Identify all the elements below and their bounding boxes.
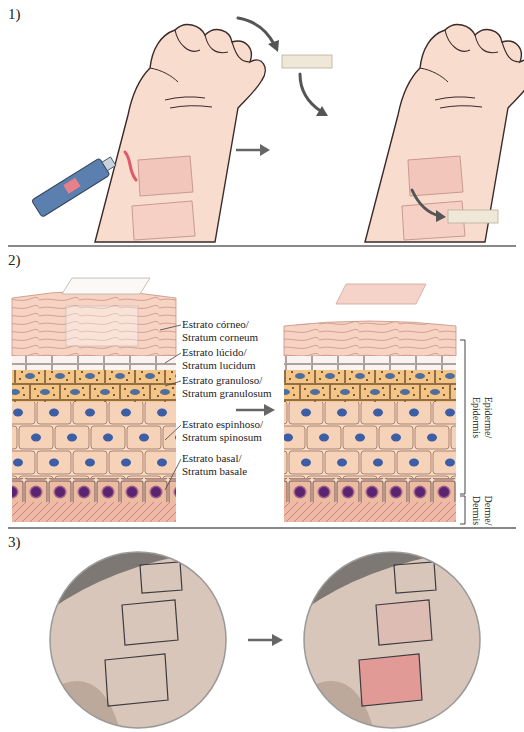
leader-lines [160, 325, 181, 490]
panel-number: 2) [8, 252, 21, 269]
granulosum-layer [12, 370, 176, 402]
arrow-shaft [236, 149, 262, 152]
arrow-head [272, 634, 283, 646]
curved-arrow [300, 74, 322, 112]
skin-section-after [284, 284, 456, 522]
marked-area [105, 654, 168, 706]
tape-strip [336, 284, 426, 304]
reddened-area [376, 600, 432, 645]
arrow-head [436, 210, 446, 222]
curved-arrow [412, 190, 440, 216]
right-hand [365, 25, 524, 242]
basale-layer [284, 478, 456, 502]
lucidum-layer [284, 356, 456, 370]
photo-background [40, 545, 240, 732]
corneum-layer [12, 291, 176, 356]
panel-divider [8, 245, 516, 247]
arrow-shaft [248, 639, 274, 642]
left-hand [95, 25, 265, 242]
step-arrow [236, 144, 270, 156]
layer-label: Estrato granuloso/ Stratum granulosum [182, 374, 274, 399]
panel-divider [8, 527, 516, 529]
granulosum-layer [284, 370, 456, 402]
marked-area [359, 654, 422, 706]
tube-body [32, 158, 110, 217]
arrow-head [316, 106, 328, 116]
step-arrow [248, 634, 283, 646]
basale-layer [12, 478, 176, 502]
marked-areas [105, 562, 182, 706]
marked-area [394, 562, 436, 593]
tape-contact [66, 306, 138, 346]
marked-area [376, 600, 432, 645]
marked-area [122, 600, 178, 645]
skin-section-before [12, 278, 176, 522]
photo-arm [50, 548, 230, 730]
layer-label: Estrato espinhoso/ Stratum spinosum [182, 418, 274, 443]
arrow-head [268, 40, 279, 52]
leader-line [165, 381, 181, 386]
region-label: Derme/ Dermis [471, 490, 494, 530]
lucidum-layer [12, 356, 176, 370]
leader-line [165, 459, 181, 490]
photo-frame [304, 552, 480, 728]
arrow-shaft [236, 409, 266, 412]
arrow-head [260, 144, 270, 156]
layer-label: Estrato lúcido/ Stratum lucidum [182, 346, 274, 371]
photo-arm [304, 548, 484, 730]
photo-background [294, 545, 494, 732]
photo-frame [50, 552, 226, 728]
panel-number: 3) [8, 534, 21, 551]
curved-arrow [238, 18, 274, 44]
layer-bracket [460, 340, 465, 524]
tape-strip [448, 210, 498, 223]
tape-strip [62, 278, 150, 294]
tube-nozzle [102, 157, 116, 171]
arrow-head [264, 404, 275, 416]
tape-strip [282, 55, 332, 68]
leader-line [165, 425, 181, 440]
photo-before [40, 545, 240, 732]
photo-after [294, 545, 494, 732]
tube-label [63, 178, 80, 194]
cream-tube [32, 153, 119, 218]
step-arrow [236, 404, 275, 416]
layer-label: Estrato basal/ Stratum basale [182, 452, 274, 477]
marked-areas [359, 562, 436, 706]
epidermis-bracket [460, 340, 465, 494]
leader-line [160, 325, 181, 330]
cream-line [125, 152, 136, 180]
reddened-area [359, 654, 422, 706]
leader-line [165, 353, 181, 363]
corneum-layer [284, 321, 456, 356]
dermis-bracket [460, 496, 465, 524]
layer-label: Estrato córneo/ Stratum corneum [182, 318, 274, 343]
marked-area [140, 562, 182, 593]
curved-arrows [238, 18, 440, 216]
spinosum-layer [284, 402, 456, 478]
panel-number: 1) [8, 6, 21, 23]
hand-illustration [95, 25, 524, 242]
spinosum-layer [12, 402, 176, 478]
region-label: Epiderme/ Epidermis [471, 385, 494, 449]
